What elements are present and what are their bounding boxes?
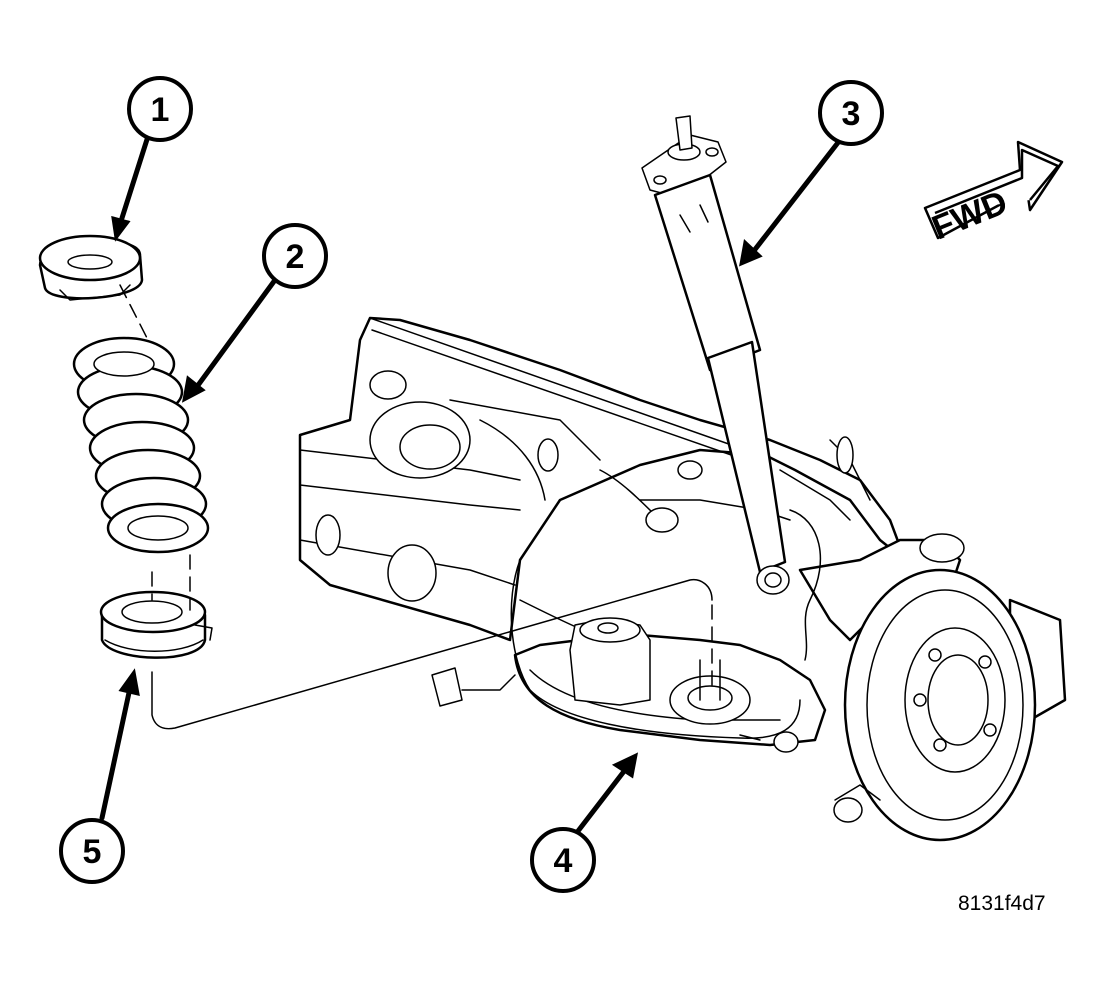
callout-2: 2	[262, 223, 328, 289]
callout-5-number: 5	[83, 833, 102, 871]
assembly-centerlines	[119, 284, 713, 730]
rear-crossmember	[298, 316, 907, 651]
callout-2-arrow	[181, 277, 278, 403]
shock-absorber	[641, 115, 790, 595]
callout-3: 3	[818, 80, 884, 146]
callout-4-arrow	[572, 752, 639, 838]
callout-1: 1	[127, 76, 193, 142]
callout-4-number: 4	[554, 842, 573, 880]
callout-2-number: 2	[286, 238, 305, 276]
callout-5-arrow	[99, 668, 140, 821]
fwd-direction-arrow: FWD	[923, 140, 1064, 247]
lower-control-arm	[513, 617, 827, 753]
callout-3-arrow	[739, 137, 843, 267]
callout-5: 5	[59, 818, 125, 884]
upper-spring-isolator	[38, 234, 144, 301]
coil-spring	[72, 336, 210, 554]
callout-4: 4	[530, 827, 596, 893]
leader-arrows	[99, 127, 843, 838]
knuckle-hub-rotor	[798, 533, 1067, 842]
figure-id: 8131f4d7	[958, 892, 1046, 915]
callout-3-number: 3	[842, 95, 861, 133]
callout-1-number: 1	[151, 91, 170, 129]
lower-spring-isolator	[99, 590, 213, 659]
callout-1-arrow	[111, 127, 153, 242]
